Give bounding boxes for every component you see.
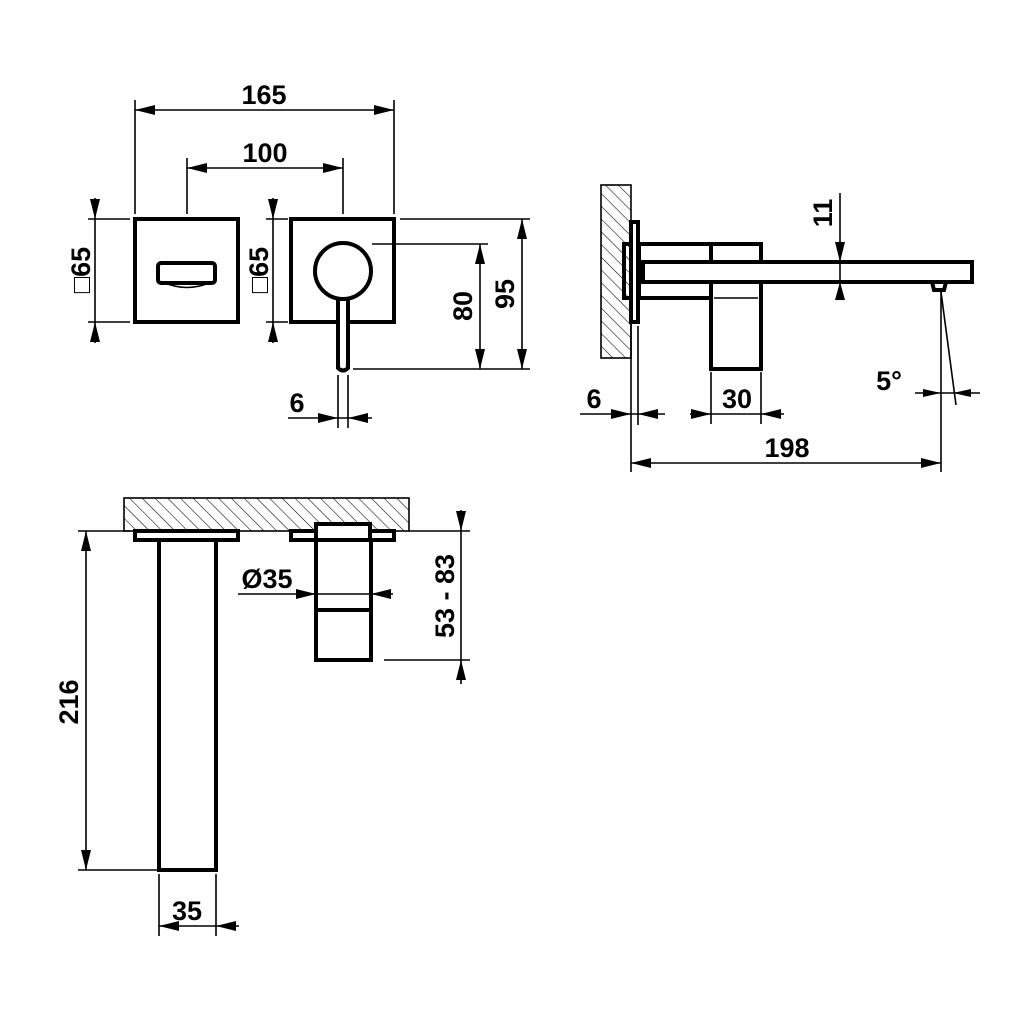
spout-plate	[133, 217, 240, 324]
dim-5-degrees: 5°	[876, 366, 902, 396]
spout	[641, 260, 974, 284]
dim-30: 30	[722, 384, 752, 414]
front-view: 165 100 □65 □65 80 95	[66, 80, 530, 428]
wall-hatch-top	[123, 497, 410, 532]
wall-hatch	[600, 184, 632, 359]
spout-tip	[929, 280, 949, 292]
dim-35-spout: 35	[172, 896, 202, 926]
mixer-lever	[336, 297, 350, 373]
dim-198: 198	[764, 433, 809, 463]
mixer-body	[709, 280, 763, 371]
mixer-knob	[313, 241, 373, 301]
mixer-cartridge	[314, 538, 373, 662]
dim-6-lever: 6	[289, 388, 304, 418]
dim-216: 216	[54, 679, 84, 724]
dim-80: 80	[448, 291, 478, 321]
mixer-knob-top	[314, 522, 372, 542]
side-view: 11 6 30 5° 198	[580, 184, 980, 472]
dim-square-65-left: □65	[66, 247, 96, 293]
dim-165: 165	[241, 80, 286, 110]
dim-95: 95	[490, 279, 520, 309]
wall-flange	[622, 242, 633, 300]
dim-11: 11	[808, 199, 838, 228]
spout-aerator	[164, 282, 210, 289]
spout-body-top	[157, 538, 218, 872]
dim-100: 100	[242, 138, 287, 168]
dim-diameter-35: Ø35	[241, 564, 292, 594]
dim-53-83: 53 - 83	[430, 554, 460, 638]
spout-outlet	[156, 261, 217, 285]
dim-square-65-right: □65	[244, 247, 274, 293]
dim-6-plate: 6	[586, 384, 601, 414]
top-view: 216 Ø35 53 - 83 35	[54, 497, 470, 936]
